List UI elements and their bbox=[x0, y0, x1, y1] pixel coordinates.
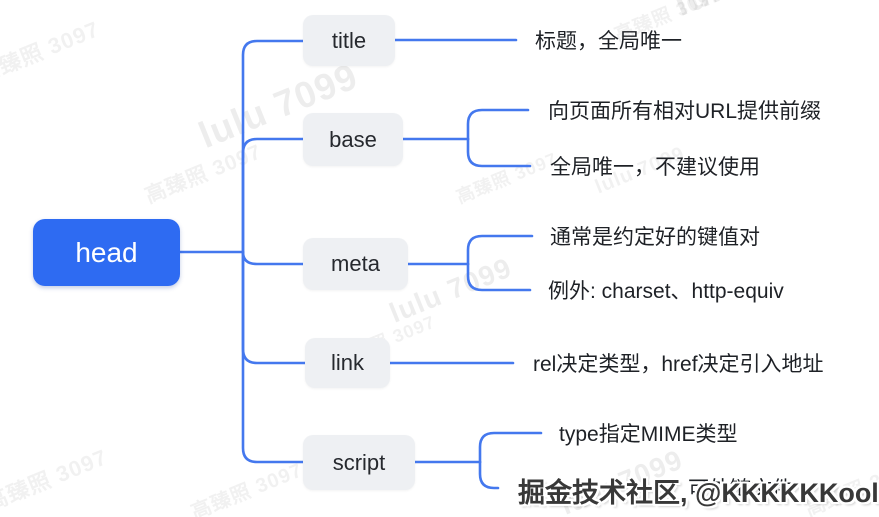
connector-root-link bbox=[241, 250, 307, 365]
connector-meta-leaf2 bbox=[466, 262, 532, 292]
leaf-link-1[interactable]: rel决定类型，href决定引入地址 bbox=[533, 353, 824, 376]
branch-node-base[interactable]: base bbox=[303, 113, 403, 166]
branch-node-label: title bbox=[331, 27, 367, 53]
connector-root-script bbox=[241, 250, 305, 464]
connector-base-leaf1 bbox=[466, 108, 530, 141]
leaf-base-2[interactable]: 全局唯一，不建议使用 bbox=[550, 156, 760, 179]
connector-script-leaf2 bbox=[478, 460, 500, 490]
leaf-title-1[interactable]: 标题，全局唯一 bbox=[535, 30, 682, 53]
branch-node-label: script bbox=[332, 449, 386, 475]
leaf-script-2[interactable]: 可外链文件 bbox=[688, 478, 793, 501]
branch-node-meta[interactable]: meta bbox=[303, 238, 408, 290]
connector-root-base bbox=[241, 137, 305, 254]
leaf-script-1[interactable]: type指定MIME类型 bbox=[559, 423, 738, 446]
connector-meta-leaf1 bbox=[466, 234, 534, 266]
leaf-meta-1[interactable]: 通常是约定好的键值对 bbox=[550, 226, 760, 249]
branch-node-script[interactable]: script bbox=[303, 435, 415, 490]
leaf-base-1[interactable]: 向页面所有相对URL提供前缀 bbox=[548, 100, 822, 123]
branch-node-link[interactable]: link bbox=[305, 338, 390, 388]
connector-root-title bbox=[241, 39, 305, 254]
connector-base-leaf2 bbox=[466, 137, 532, 168]
root-node-label: head bbox=[75, 236, 138, 268]
branch-node-label: link bbox=[330, 350, 364, 375]
connector-script-leaf1 bbox=[478, 431, 543, 464]
leaf-meta-2[interactable]: 例外: charset、http-equiv bbox=[548, 280, 784, 303]
connector-root-meta bbox=[241, 250, 305, 266]
root-node-head[interactable]: head bbox=[33, 219, 180, 286]
branch-node-label: meta bbox=[331, 251, 380, 276]
branch-node-title[interactable]: title bbox=[303, 15, 395, 66]
branch-node-label: base bbox=[329, 126, 377, 152]
